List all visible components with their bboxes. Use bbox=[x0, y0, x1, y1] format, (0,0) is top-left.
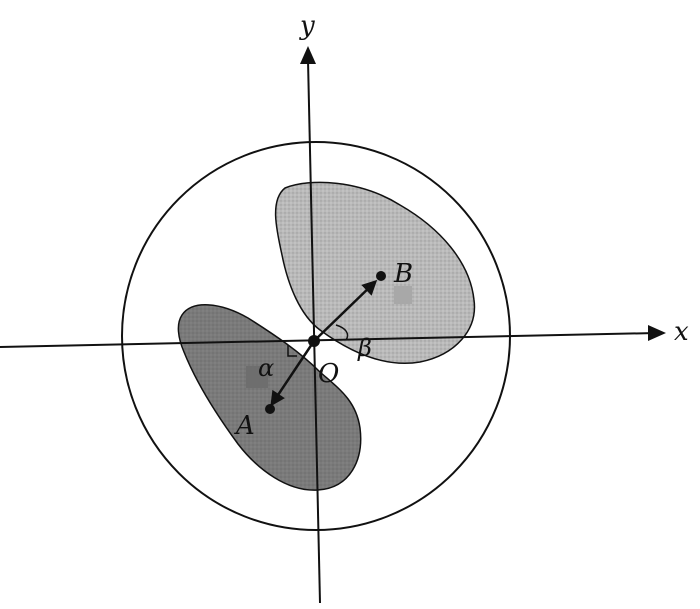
angle-beta-marker bbox=[335, 324, 349, 341]
marker-square-alpha bbox=[246, 366, 268, 388]
angle-alpha-label: α bbox=[258, 354, 274, 382]
region-b-blob bbox=[274, 181, 476, 364]
axis-y-label: y bbox=[299, 11, 315, 41]
x-axis-arrowhead bbox=[648, 325, 666, 341]
y-axis-line bbox=[307, 59, 321, 604]
vector-oa bbox=[270, 340, 316, 407]
point-b-dot bbox=[376, 271, 386, 281]
origin-dot bbox=[308, 335, 320, 347]
origin-label: O bbox=[318, 359, 339, 389]
y-axis-arrowhead bbox=[300, 46, 316, 64]
point-a-dot bbox=[265, 404, 275, 414]
marker-square-b bbox=[394, 286, 412, 304]
point-a-label: A bbox=[234, 411, 255, 441]
angle-beta-label: β bbox=[357, 334, 372, 362]
axis-x-label: x bbox=[674, 317, 689, 347]
region-a-blob bbox=[177, 304, 362, 491]
x-axis-line bbox=[0, 332, 657, 348]
point-b-label: B bbox=[393, 259, 413, 289]
vector-ob bbox=[313, 279, 378, 342]
angle-alpha-marker bbox=[287, 345, 297, 357]
